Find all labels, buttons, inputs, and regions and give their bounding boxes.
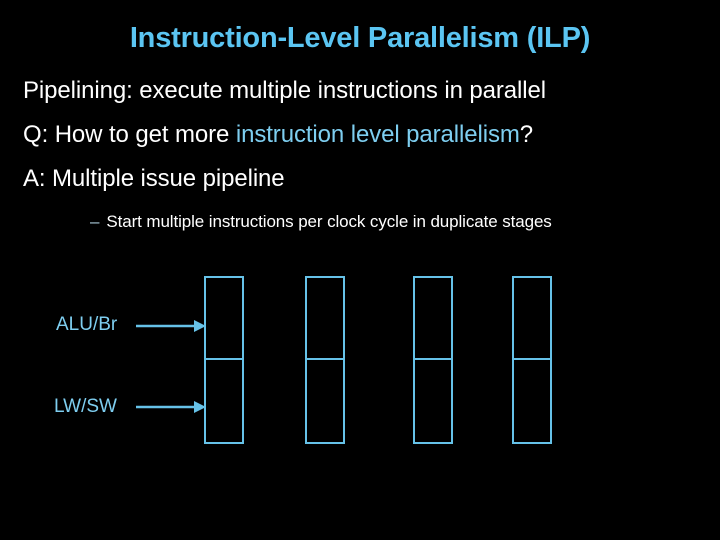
body-line-answer: A: Multiple issue pipeline xyxy=(23,165,285,192)
body-line-pipelining: Pipelining: execute multiple instruction… xyxy=(23,77,546,104)
stage-cell-lw-sw xyxy=(206,360,242,442)
question-prefix: Q: How to get more xyxy=(23,121,236,148)
stage-cell-lw-sw xyxy=(415,360,451,442)
arrow-lw-sw-icon xyxy=(136,401,206,413)
page-title: Instruction-Level Parallelism (ILP) xyxy=(129,22,591,54)
body-line-question: Q: How to get more instruction level par… xyxy=(23,121,533,149)
stage-column-4 xyxy=(512,276,552,444)
question-highlight: instruction level parallelism xyxy=(235,121,520,148)
unit-label-alu-br: ALU/Br xyxy=(56,314,118,335)
question-suffix: ? xyxy=(519,121,533,148)
stage-cell-lw-sw xyxy=(514,360,550,442)
stage-cell-alu-br xyxy=(307,278,343,360)
stage-cell-alu-br xyxy=(206,278,242,360)
stage-column-3 xyxy=(413,276,453,444)
stage-column-1 xyxy=(204,276,244,444)
dash-marker-icon: – xyxy=(90,212,100,231)
sub-bullet-item: –Start multiple instructions per clock c… xyxy=(90,209,650,235)
stage-column-2 xyxy=(305,276,345,444)
stage-cell-alu-br xyxy=(514,278,550,360)
unit-label-lw-sw: LW/SW xyxy=(54,396,117,417)
sub-bullet-text: Start multiple instructions per clock cy… xyxy=(106,212,552,231)
stage-cell-lw-sw xyxy=(307,360,343,442)
arrow-alu-br-icon xyxy=(136,320,206,332)
stage-cell-alu-br xyxy=(415,278,451,360)
